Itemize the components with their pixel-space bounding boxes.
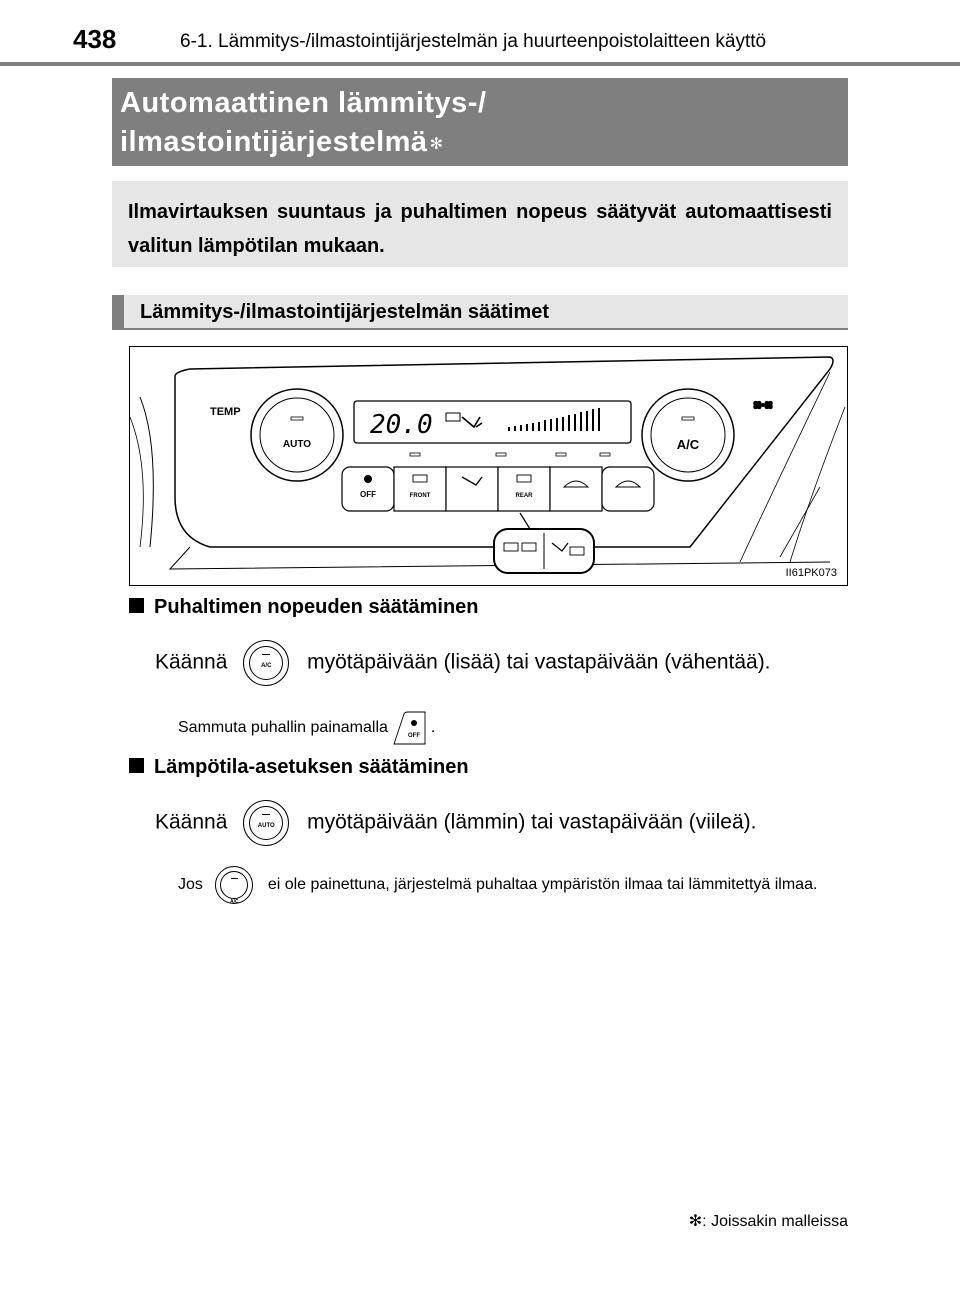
- fan-off-text-after: .: [430, 719, 436, 737]
- footnote: ✻: Joissakin malleissa: [689, 1211, 848, 1231]
- temperature-note-before: Jos: [178, 876, 203, 894]
- auto-knob-label: AUTO: [283, 439, 311, 450]
- ac-knob-inline-label: A/C: [261, 663, 272, 669]
- button-off-label: OFF: [360, 490, 376, 499]
- control-panel-illustration: TEMP AUTO A/C 20.0: [130, 356, 846, 574]
- ac-knob-icon: A/C: [243, 640, 290, 686]
- button-row: OFF FRONT REAR: [341, 466, 655, 512]
- airflow-icon: [445, 412, 483, 429]
- auto-knob-icon: [250, 388, 344, 482]
- asterisk-icon: ✻: [688, 1213, 703, 1230]
- ac-knob-icon: [641, 388, 735, 482]
- ac-knob-label: A/C: [677, 437, 700, 452]
- temperature-text-after: myötäpäivään (lämmin) tai vastapäivään (…: [307, 810, 757, 834]
- ac-knob-note-label: A/C: [230, 899, 239, 905]
- temperature-heading-text: Lämpötila-asetuksen säätäminen: [154, 756, 469, 778]
- temperature-note: Jos A/C ei ole painettuna, järjestelmä p…: [178, 866, 842, 905]
- ac-knob-icon: A/C: [215, 866, 254, 905]
- intro-box: Ilmavirtauksen suuntaus ja puhaltimen no…: [112, 181, 848, 267]
- temperature-instruction: Käännä AUTO myötäpäivään (lämmin) tai va…: [155, 800, 756, 846]
- section-heading: Lämmitys-/ilmastointijärjestelmän säätim…: [112, 295, 848, 330]
- intro-text: Ilmavirtauksen suuntaus ja puhaltimen no…: [128, 201, 832, 257]
- svg-text:OFF: OFF: [408, 733, 420, 739]
- footnote-text: : Joissakin malleissa: [702, 1213, 848, 1230]
- section-heading-text: Lämmitys-/ilmastointijärjestelmän säätim…: [140, 301, 550, 323]
- fan-speed-heading-text: Puhaltimen nopeuden säätäminen: [154, 596, 479, 618]
- square-bullet-icon: [129, 758, 144, 773]
- page-title-line-2: ilmastointijärjestelmä✻: [120, 123, 848, 162]
- fan-icon: [753, 400, 773, 410]
- fan-speed-bars: [508, 408, 600, 431]
- fan-speed-text-before: Käännä: [155, 650, 228, 674]
- header-rule: [0, 62, 960, 66]
- temperature-display: [353, 400, 632, 444]
- page-title-line-1: Automaattinen lämmitys-/: [120, 87, 487, 119]
- page-title-line-2-text: ilmastointijärjestelmä: [120, 126, 428, 158]
- fan-off-text-before: Sammuta puhallin painamalla: [178, 719, 388, 737]
- temperature-heading: Lämpötila-asetuksen säätäminen: [129, 756, 469, 779]
- fan-off-note: Sammuta puhallin painamalla OFF .: [178, 711, 435, 745]
- button-rear-label: REAR: [515, 493, 533, 499]
- fan-speed-text-after: myötäpäivään (lisää) tai vastapäivään (v…: [307, 650, 771, 674]
- display-value: 20.0: [370, 410, 433, 440]
- fan-speed-heading: Puhaltimen nopeuden säätäminen: [129, 596, 479, 619]
- fan-speed-instruction: Käännä A/C myötäpäivään (lisää) tai vast…: [155, 640, 771, 686]
- temperature-text-before: Käännä: [155, 810, 228, 834]
- control-panel-figure: TEMP AUTO A/C 20.0: [129, 346, 848, 586]
- square-bullet-icon: [129, 598, 144, 613]
- temp-label: TEMP: [210, 406, 241, 418]
- auto-knob-inline-label: AUTO: [257, 823, 275, 829]
- button-front-label: FRONT: [410, 493, 431, 499]
- asterisk-icon: ✻: [429, 136, 444, 153]
- running-header: 6-1. Lämmitys-/ilmastointijärjestelmän j…: [180, 31, 767, 52]
- figure-code: II61PK073: [785, 567, 837, 579]
- page-number: 438: [73, 24, 117, 54]
- page-title: Automaattinen lämmitys-/ ilmastointijärj…: [112, 78, 848, 166]
- fan-off-button-icon: OFF: [392, 711, 426, 745]
- auto-knob-icon: AUTO: [243, 800, 290, 846]
- temperature-note-after: ei ole painettuna, järjestelmä puhaltaa …: [267, 876, 818, 894]
